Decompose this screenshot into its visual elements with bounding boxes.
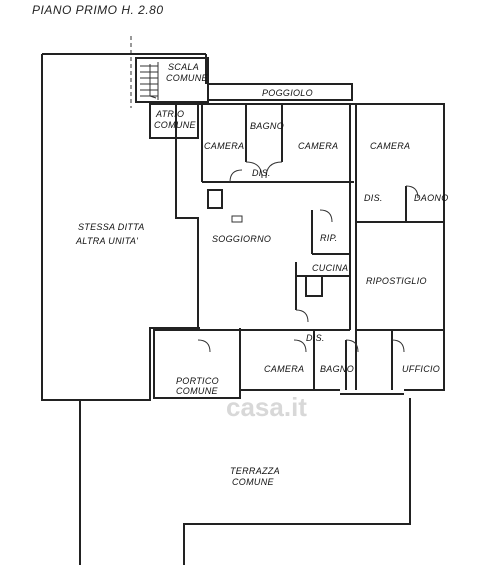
door-swings xyxy=(197,161,419,353)
label-soggiorno: SOGGIORNO xyxy=(212,234,271,244)
watermark: casa.it xyxy=(226,392,307,422)
label-scala-1: SCALA xyxy=(168,62,199,72)
label-bagno-top: BAGNO xyxy=(250,121,284,131)
label-camera-left: CAMERA xyxy=(204,141,244,151)
kitchen-fixture xyxy=(305,275,323,297)
label-poggiolo: POGGIOLO xyxy=(262,88,313,98)
stessa-ditta-outline xyxy=(41,54,200,401)
stairs-icon xyxy=(140,62,159,100)
fixture xyxy=(207,189,223,209)
label-atrio-2: COMUNE xyxy=(154,120,196,130)
label-stessa-1: STESSA DITTA xyxy=(78,222,145,232)
label-scala-2: COMUNE xyxy=(166,73,208,83)
label-dis-top: DIS. xyxy=(252,168,271,178)
label-cucina: CUCINA xyxy=(312,263,348,273)
label-camera-bottom: CAMERA xyxy=(264,364,304,374)
stairs-block xyxy=(135,57,209,103)
label-dis-bottom: DIS. xyxy=(306,333,325,343)
label-dis-right: DIS. xyxy=(364,193,383,203)
terrazza-outline xyxy=(183,398,411,565)
label-stessa-2: ALTRA UNITA' xyxy=(75,236,138,246)
label-rip: RIP. xyxy=(320,233,338,243)
label-portico-2: COMUNE xyxy=(176,386,218,396)
plan-title: PIANO PRIMO H. 2.80 xyxy=(32,3,164,17)
east-wall xyxy=(354,103,445,391)
label-terrazza-1: TERRAZZA xyxy=(230,466,280,476)
poggiolo-block xyxy=(207,83,353,101)
label-camera-right: CAMERA xyxy=(370,141,410,151)
label-daono: DAONO xyxy=(414,193,449,203)
label-bagno-bottom: BAGNO xyxy=(320,364,354,374)
label-camera-mid: CAMERA xyxy=(298,141,338,151)
label-atrio-1: ATRIO xyxy=(155,109,184,119)
label-ufficio: UFFICIO xyxy=(402,364,440,374)
label-terrazza-2: COMUNE xyxy=(232,477,274,487)
label-ripostiglio: RIPOSTIGLIO xyxy=(366,276,427,286)
label-portico-1: PORTICO xyxy=(176,376,219,386)
portico-block xyxy=(153,329,241,399)
atrio-block xyxy=(149,103,199,139)
